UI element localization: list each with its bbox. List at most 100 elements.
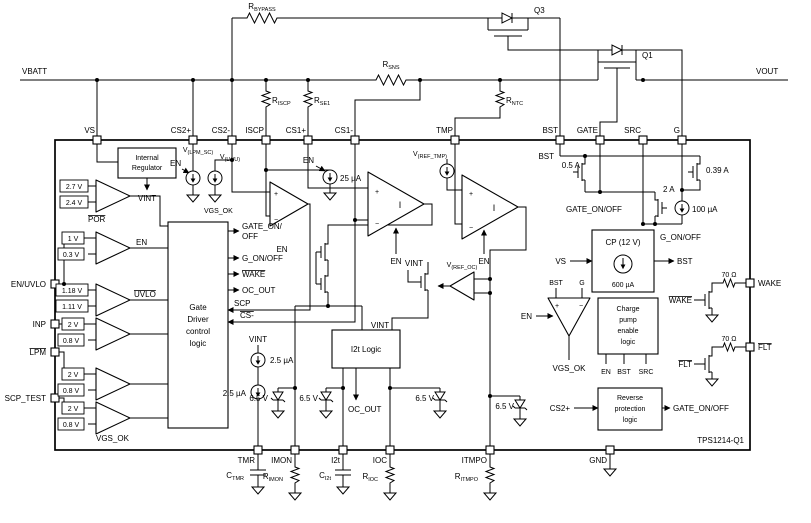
pin-inp (50, 319, 60, 329)
pin-label-ioc: IOC (373, 456, 387, 465)
cs-amp-gain: I (399, 200, 402, 210)
pin-label-flt: FLT (758, 343, 772, 352)
vgs-plus: + (555, 303, 559, 310)
pin-cs1-minus (350, 135, 360, 145)
iscp-en-label: EN (303, 156, 314, 165)
flt-resistor-icon (719, 342, 739, 352)
gnd-icon (433, 407, 447, 419)
pin-gnd (605, 445, 615, 455)
flt-output-fet-icon (699, 351, 713, 377)
g-on-off-out: G_ON/OFF (242, 254, 283, 263)
r-ntc-label: RNTC (506, 96, 523, 107)
gnd-icon (271, 407, 285, 419)
pin-label-tmp: TMP (436, 126, 453, 135)
vref-oc-comparator (449, 271, 475, 301)
v-lpm-sc-label: V(LPM_SC) (183, 147, 214, 156)
uvlo-out-label: UVLO (134, 290, 156, 299)
pin-label-lpm: LPM (30, 348, 47, 357)
pin-iscp (261, 135, 271, 145)
cp-enable-in-en: EN (601, 369, 611, 376)
gate-sink-fet-icon (654, 195, 668, 221)
lpm-comparator (95, 367, 131, 401)
ioc-clamp-zener-icon (432, 387, 448, 409)
gate-driver-logic-box (167, 221, 229, 429)
cp-enable-logic-box (597, 297, 659, 355)
junction-dots (62, 78, 684, 398)
por-comparator (95, 179, 131, 213)
scp-test-comparator (95, 401, 131, 435)
mirror-fet1-icon (315, 239, 329, 265)
g-pulldown-source-icon (674, 200, 690, 216)
lpm-sc-current-source-icon (185, 170, 201, 186)
pin-label-vs: VS (84, 126, 95, 135)
lpm-vr: 2 V (68, 372, 79, 379)
itmpo-resistor-icon (485, 463, 495, 487)
pin-label-cs1-plus: CS1+ (286, 126, 307, 135)
vgs-in-bst: BST (549, 280, 563, 287)
gnd-icon (603, 465, 617, 477)
q1-label: Q1 (642, 51, 653, 60)
scp-minus: − (274, 217, 278, 224)
cp-title: CP (12 V) (606, 238, 641, 247)
en-comparator (95, 231, 131, 265)
clamp2-label: 6.5 V (299, 394, 318, 403)
ref-tmp-current-source-icon (439, 163, 455, 179)
pin-cs2-minus (227, 135, 237, 145)
en-out-label: EN (136, 238, 147, 247)
pin-cs2-plus (188, 135, 198, 145)
temperature-amp (461, 174, 519, 240)
rev-input-label: CS2+ (550, 404, 571, 413)
uvlo-vf: 1.11 V (62, 304, 82, 311)
source-current-label: 0.5 A (562, 161, 581, 170)
cp-current-label: 600 µA (612, 282, 635, 289)
g-ctrl-label: G_ON/OFF (660, 233, 701, 242)
gate-on-off-out2: OFF (242, 232, 258, 241)
flt-gate-label: FLT (678, 360, 692, 369)
gnd-icon (383, 489, 397, 501)
scp-comparator (269, 181, 309, 227)
ic-boundary (54, 139, 751, 451)
pin-i2t (338, 445, 348, 455)
pin-wake (745, 278, 755, 288)
scp-in-label: SCP (234, 299, 250, 308)
vint-mirror-label: VINT (405, 259, 423, 268)
gnd-icon (186, 191, 200, 203)
vgs-in-g: G (579, 280, 584, 287)
gnd-icon (513, 415, 527, 427)
vref-oc-label: V(REF_OC) (447, 262, 478, 271)
g-driver-fet-icon (687, 159, 701, 185)
q3-label: Q3 (534, 6, 545, 15)
clamp3-label: 6.5 V (415, 394, 434, 403)
gate-driver-line3: control (186, 327, 210, 336)
wake-output-fet-icon (699, 287, 713, 313)
wake-gate-label: WAKE (669, 296, 692, 305)
r-itmpo-label: RITMPO (455, 472, 479, 483)
gnd-icon (319, 407, 333, 419)
vgs-ok-comparator (547, 297, 591, 337)
inp-vf: 0.8 V (63, 338, 80, 345)
pin-label-tmr: TMR (238, 456, 256, 465)
gnd-icon (208, 191, 222, 203)
cp-enable-line4: logic (621, 339, 636, 346)
ntc-resistor-icon (495, 87, 505, 111)
scp-plus: + (274, 191, 278, 198)
iscp-current-label: 25 µA (340, 174, 362, 183)
pin-squares (50, 135, 755, 455)
inp-comparator (95, 317, 131, 351)
gnd-icon (251, 483, 265, 495)
g-current-label: 0.39 A (706, 166, 729, 175)
gnd-icon (323, 189, 337, 201)
wiring-arrows (144, 165, 675, 411)
vbatt-label: VBATT (22, 67, 47, 76)
vgs-en: EN (521, 312, 532, 321)
vint-i2t-label: VINT (371, 321, 389, 330)
pin-label-src: SRC (624, 126, 641, 135)
pin-ioc (385, 445, 395, 455)
wake-out: WAKE (242, 270, 265, 279)
pin-label-en-uvlo: EN/UVLO (11, 280, 46, 289)
pin-label-cs2-minus: CS2- (212, 126, 231, 135)
wake-resistor-icon (719, 278, 739, 288)
pulldown-current-label: 100 µA (692, 205, 718, 214)
tmr-discharge-label: 2.5 µA (223, 389, 247, 398)
pin-bst (555, 135, 565, 145)
